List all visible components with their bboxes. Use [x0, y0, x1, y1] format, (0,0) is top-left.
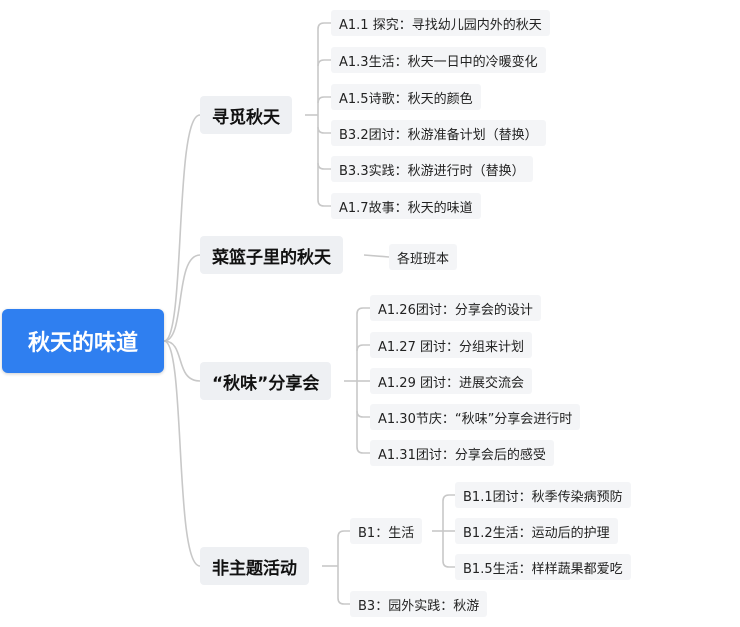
leaf-topic[interactable]: B1.2生活：运动后的护理: [455, 518, 618, 544]
connector-line: [163, 114, 201, 342]
connector-line: [163, 340, 201, 567]
leaf-topic[interactable]: A1.5诗歌：秋天的颜色: [331, 84, 481, 110]
leaf-topic[interactable]: B3：园外实践：秋游: [350, 591, 488, 617]
leaf-topic[interactable]: A1.27 团讨：分组来计划: [370, 332, 532, 358]
leaf-topic[interactable]: A1.31团讨：分享会后的感受: [370, 440, 554, 466]
branch-topic-sharing[interactable]: “秋味”分享会: [200, 362, 332, 400]
leaf-topic[interactable]: A1.29 团讨：进展交流会: [370, 368, 532, 394]
connector-line: [356, 446, 370, 454]
connector-line: [442, 560, 455, 568]
connector-line: [356, 307, 370, 315]
leaf-topic[interactable]: B1.1团讨：秋季传染病预防: [455, 482, 631, 508]
leaf-topic[interactable]: A1.30节庆：“秋味”分享会进行时: [370, 404, 581, 430]
leaf-topic[interactable]: B1.5生活：样样蔬果都爱吃: [455, 554, 631, 580]
leaf-topic[interactable]: A1.26团讨：分享会的设计: [370, 295, 541, 321]
sub-topic-life[interactable]: B1：生活: [350, 518, 423, 544]
connector-line: [356, 344, 370, 352]
root-topic[interactable]: 秋天的味道: [2, 309, 164, 373]
connector-line: [317, 59, 331, 67]
connector-line: [317, 22, 331, 30]
connector-line: [163, 254, 201, 342]
branch-topic-non-theme[interactable]: 非主题活动: [200, 547, 309, 585]
leaf-topic[interactable]: B3.3实践：秋游进行时（替换）: [331, 156, 533, 182]
leaf-topic[interactable]: A1.1 探究：寻找幼儿园内外的秋天: [331, 10, 550, 36]
connector-line: [317, 162, 331, 170]
branch-topic-basket[interactable]: 菜篮子里的秋天: [200, 236, 343, 274]
connector-line: [317, 96, 331, 104]
connector-line: [163, 340, 201, 382]
connector-line: [363, 254, 390, 258]
connector-line: [356, 410, 370, 418]
connector-line: [442, 494, 455, 502]
leaf-topic[interactable]: A1.7故事：秋天的味道: [331, 193, 481, 219]
branch-topic-seek-autumn[interactable]: 寻觅秋天: [200, 96, 292, 134]
leaf-topic[interactable]: B3.2团讨：秋游准备计划（替换）: [331, 120, 546, 146]
connector-line: [337, 530, 350, 538]
leaf-topic[interactable]: 各班班本: [389, 244, 458, 270]
connector-line: [317, 199, 331, 207]
leaf-topic[interactable]: A1.3生活：秋天一日中的冷暖变化: [331, 47, 546, 73]
connector-line: [317, 126, 331, 134]
connector-line: [337, 597, 350, 605]
